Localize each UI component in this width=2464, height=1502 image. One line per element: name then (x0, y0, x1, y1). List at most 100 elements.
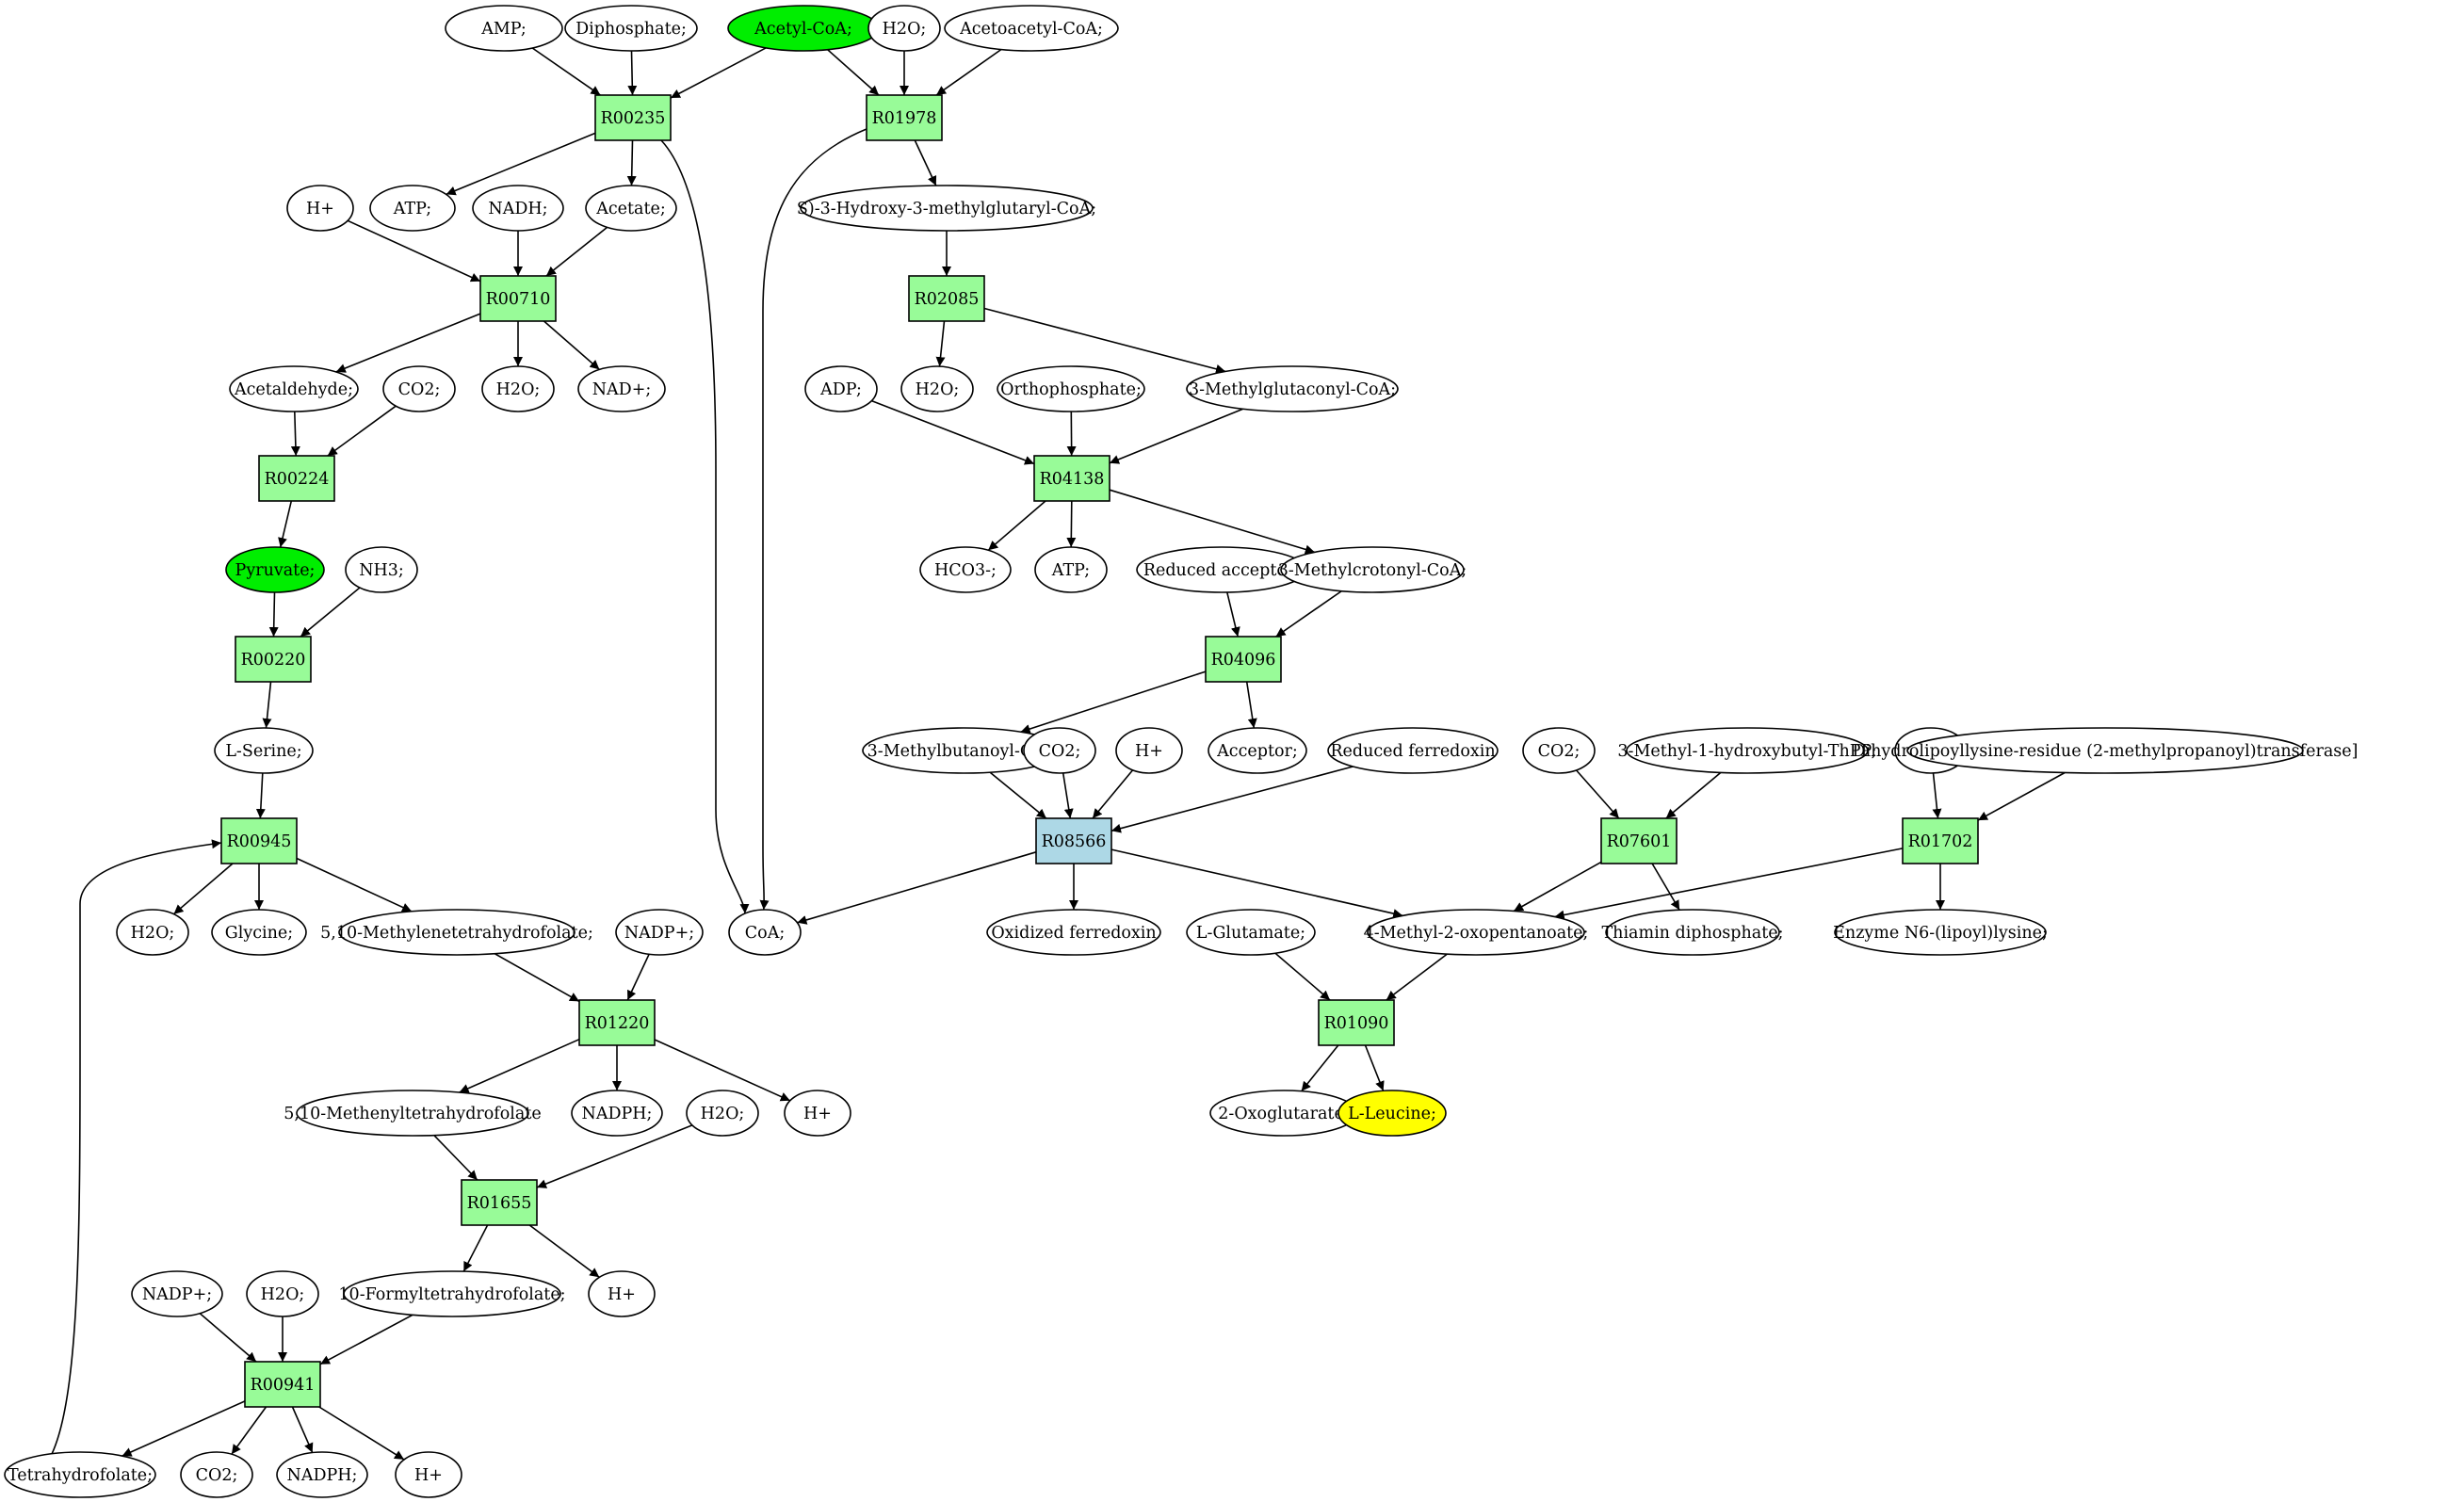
compound-node-coa[interactable]: CoA; (728, 909, 802, 956)
compound-node-hp4[interactable]: H+ (588, 1270, 656, 1317)
compound-node-h2o5[interactable]: H2O; (686, 1090, 759, 1137)
reaction-node-r04096[interactable]: R04096 (1205, 636, 1282, 683)
compound-node-redacc[interactable]: Reduced acceptor; (1136, 546, 1307, 593)
compound-node-mbc[interactable]: 3-Methylbutanoyl-CoA; (862, 727, 1065, 774)
reaction-node-r08566[interactable]: R08566 (1035, 817, 1112, 864)
compound-node-hp3[interactable]: H+ (784, 1090, 851, 1137)
compound-node-accp[interactable]: Acceptor; (1208, 727, 1307, 774)
node-label: R08566 (1042, 832, 1107, 851)
compound-node-oxfd[interactable]: Oxidized ferredoxin (986, 909, 1161, 956)
compound-node-nadp1[interactable]: NAD+; (577, 365, 666, 412)
compound-node-acald[interactable]: Acetaldehyde; (229, 365, 359, 412)
compound-node-mhb[interactable]: 3-Methyl-1-hydroxybutyl-ThPP; (1617, 727, 1877, 774)
node-label: H+ (414, 1466, 443, 1485)
edge-pyr-to-r00220 (268, 591, 279, 638)
node-label: R01702 (1908, 832, 1973, 851)
compound-node-lglu[interactable]: L-Glutamate; (1186, 909, 1316, 956)
compound-node-atp1[interactable]: ATP; (369, 185, 456, 232)
compound-node-h2o2[interactable]: H2O; (481, 365, 555, 412)
reaction-node-r00710[interactable]: R00710 (479, 275, 557, 322)
compound-node-mcc[interactable]: 3-Methylcrotonyl-CoA; (1278, 546, 1467, 593)
reaction-node-r07601[interactable]: R07601 (1600, 817, 1678, 864)
compound-node-dhl[interactable]: Dihydrolipoyllysine-residue (2-methylpro… (1853, 727, 2359, 774)
compound-node-acet[interactable]: Acetate; (585, 185, 677, 232)
compound-node-redfd[interactable]: Reduced ferredoxin (1327, 727, 1499, 774)
compound-ellipse (1626, 727, 1869, 774)
compound-node-h2o4[interactable]: H2O; (116, 909, 189, 956)
compound-node-hp2[interactable]: H+ (1115, 727, 1183, 774)
compound-node-nadp3[interactable]: NADP+; (131, 1270, 223, 1317)
compound-node-h2o1[interactable]: H2O; (867, 5, 941, 52)
node-label: R00941 (251, 1376, 316, 1395)
compound-node-co2c[interactable]: CO2; (1522, 727, 1596, 774)
compound-ellipse (1834, 909, 2047, 956)
compound-node-dip1[interactable]: Diphosphate; (564, 5, 698, 52)
compound-node-oxg[interactable]: 2-Oxoglutarate; (1209, 1090, 1358, 1137)
compound-ellipse (131, 1270, 223, 1317)
compound-node-mgc[interactable]: 3-Methylglutaconyl-CoA; (1186, 365, 1399, 412)
compound-node-nadh1[interactable]: NADH; (472, 185, 564, 232)
compound-ellipse (382, 365, 456, 412)
reaction-node-r01220[interactable]: R01220 (578, 999, 656, 1046)
compound-node-thdp[interactable]: Thiamin diphosphate; (1602, 909, 1784, 956)
reaction-box (244, 1361, 321, 1408)
reaction-node-r00235[interactable]: R00235 (594, 94, 672, 141)
compound-node-leu[interactable]: L-Leucine; (1337, 1090, 1447, 1137)
compound-node-nadp2[interactable]: NADP+; (615, 909, 704, 956)
compound-node-fthf[interactable]: 10-Formyltetrahydrofolate; (338, 1270, 566, 1317)
compound-node-amp1[interactable]: AMP; (445, 5, 563, 52)
node-label: H2O; (883, 20, 927, 39)
compound-node-h2o6[interactable]: H2O; (246, 1270, 319, 1317)
compound-node-h2o3[interactable]: H2O; (900, 365, 974, 412)
reaction-node-r04138[interactable]: R04138 (1033, 455, 1110, 502)
compound-node-nadph2[interactable]: NADPH; (276, 1451, 368, 1498)
reaction-node-r00941[interactable]: R00941 (244, 1361, 321, 1408)
compound-node-enz[interactable]: Enzyme N6-(lipoyl)lysine; (1833, 909, 2048, 956)
reaction-node-r01702[interactable]: R01702 (1902, 817, 1979, 864)
compound-node-kic[interactable]: 4-Methyl-2-oxopentanoate; (1364, 909, 1589, 956)
node-label: 3-Methylcrotonyl-CoA; (1278, 561, 1467, 580)
edge-nh3-to-r00220 (300, 587, 361, 638)
compound-node-hmg[interactable]: S)-3-Hydroxy-3-methylglutaryl-CoA; (797, 185, 1096, 232)
compound-node-gly[interactable]: Glycine; (211, 909, 307, 956)
node-label: R07601 (1607, 832, 1672, 851)
compound-node-hp1[interactable]: H+ (286, 185, 354, 232)
edge-r01978-to-hmg (914, 139, 937, 186)
compound-ellipse (1337, 1090, 1447, 1137)
edge-r04138-to-hco3 (987, 500, 1046, 551)
edge-h2o5-to-r01655 (536, 1124, 693, 1188)
compound-node-ortho[interactable]: Orthophosphate; (997, 365, 1145, 412)
compound-node-atp2[interactable]: ATP; (1034, 546, 1108, 593)
compound-ellipse (481, 365, 555, 412)
compound-node-acoa[interactable]: Acetyl-CoA; (727, 5, 880, 52)
compound-node-nadph1[interactable]: NADPH; (571, 1090, 663, 1137)
compound-node-lser[interactable]: L-Serine; (214, 727, 314, 774)
compound-node-methf[interactable]: 5,10-Methenyltetrahydrofolate (284, 1090, 542, 1137)
edge-r00235-to-coa (660, 139, 750, 914)
reaction-node-r01655[interactable]: R01655 (461, 1179, 538, 1226)
compound-node-co2b[interactable]: CO2; (1023, 727, 1096, 774)
reaction-node-r00220[interactable]: R00220 (235, 636, 312, 683)
compound-node-mthf[interactable]: 5,10-Methylenetetrahydrofolate; (320, 909, 593, 956)
compound-node-pyr[interactable]: Pyruvate; (225, 546, 325, 593)
compound-node-co2e[interactable]: CO2; (180, 1451, 253, 1498)
edge-r00945-to-h2o4 (172, 863, 234, 915)
compound-node-hco3[interactable]: HCO3-; (919, 546, 1012, 593)
reaction-node-r00945[interactable]: R00945 (220, 817, 298, 864)
compound-node-adp[interactable]: ADP; (804, 365, 878, 412)
reaction-node-r01978[interactable]: R01978 (866, 94, 943, 141)
compound-node-nh3[interactable]: NH3; (345, 546, 418, 593)
compound-node-hp5[interactable]: H+ (395, 1451, 462, 1498)
reaction-node-r00224[interactable]: R00224 (258, 455, 335, 502)
compound-ellipse (588, 1270, 656, 1317)
node-label: Glycine; (225, 924, 293, 943)
compound-node-thf[interactable]: Tetrahydrofolate; (4, 1451, 156, 1498)
node-label: R01978 (872, 109, 937, 128)
node-label: 4-Methyl-2-oxopentanoate; (1364, 924, 1589, 943)
compound-ellipse (944, 5, 1119, 52)
reaction-node-r01090[interactable]: R01090 (1318, 999, 1395, 1046)
compound-node-aacoa[interactable]: Acetoacetyl-CoA; (944, 5, 1119, 52)
compound-node-co2a[interactable]: CO2; (382, 365, 456, 412)
reaction-node-r02085[interactable]: R02085 (908, 275, 985, 322)
